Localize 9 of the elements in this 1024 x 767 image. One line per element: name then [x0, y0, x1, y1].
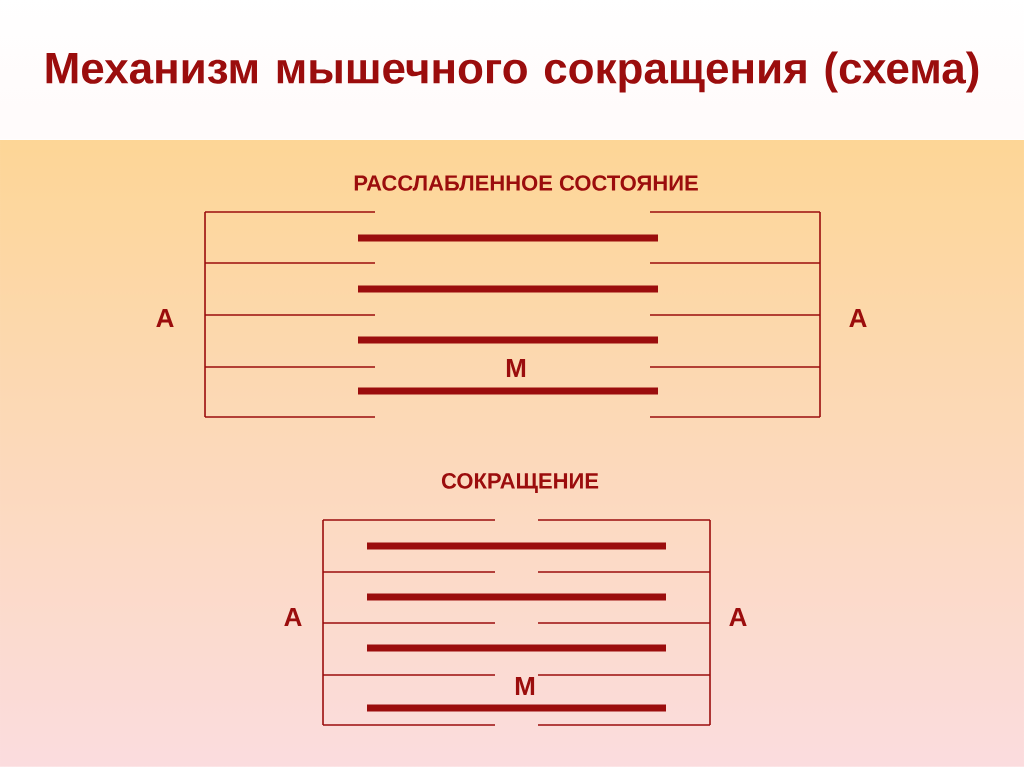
- band-letter: А: [729, 608, 747, 626]
- band-letter: М: [506, 359, 526, 377]
- slide-title: Механизм мышечного сокращения (схема): [46, 51, 979, 93]
- band-letter: М: [515, 677, 535, 695]
- band-letter: А: [849, 309, 867, 327]
- section-heading: СОКРАЩЕНИЕ: [441, 473, 599, 493]
- band-letter: А: [284, 608, 302, 626]
- section-heading: РАССЛАБЛЕННОЕ СОСТОЯНИЕ: [354, 175, 698, 191]
- band-letter: А: [156, 309, 174, 327]
